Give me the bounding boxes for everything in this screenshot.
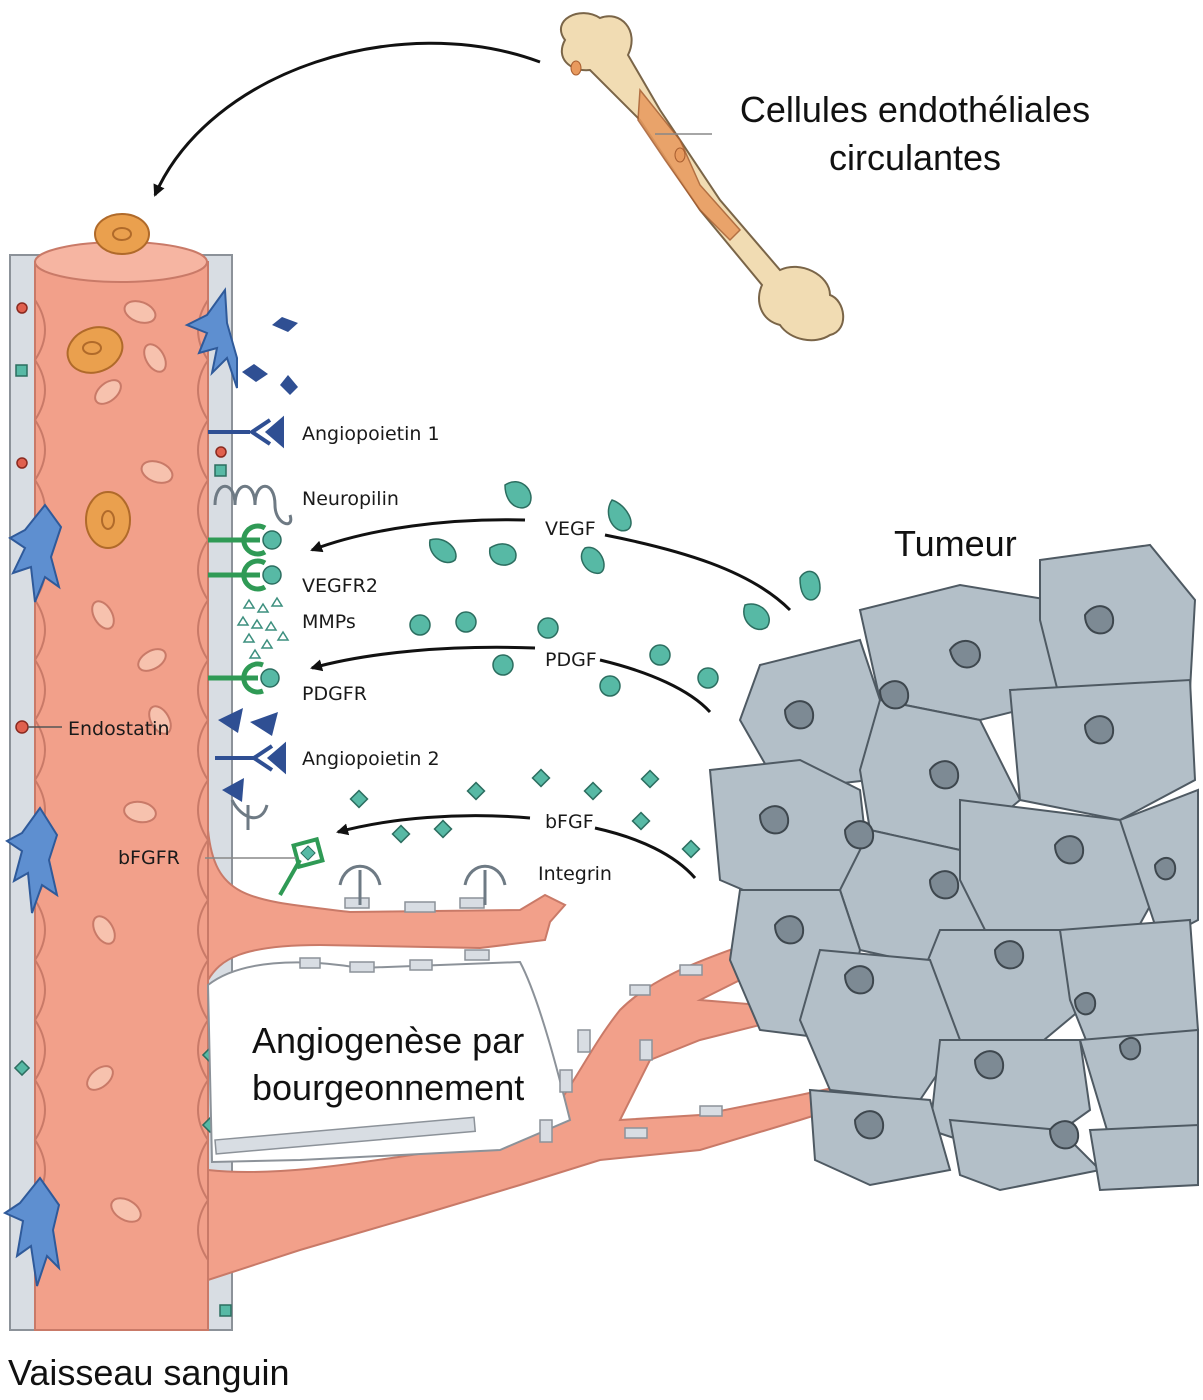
angiopoietin1-label: Angiopoietin 1 <box>302 423 440 445</box>
tumour-cell-icon <box>810 1090 950 1185</box>
cec-label-line2: circulantes <box>829 137 1001 178</box>
vegf-label: VEGF <box>545 518 596 540</box>
tumour-label: Tumeur <box>894 523 1017 564</box>
vessel-body <box>35 262 208 1330</box>
pdgf-label: PDGF <box>545 649 597 671</box>
angiopoietin1-molecules <box>242 317 298 395</box>
mmps-molecules <box>238 598 288 658</box>
bfgf-label: bFGF <box>545 811 594 833</box>
upper-sprout <box>208 830 565 980</box>
sprouting-label-line1: Angiogenèse par <box>252 1020 524 1061</box>
cec-on-top <box>95 214 149 254</box>
bfgfr-label: bFGFR <box>118 847 180 869</box>
vessel-label: Vaisseau sanguin <box>8 1352 290 1393</box>
vegf-bound <box>263 531 281 584</box>
vegf-molecules <box>430 482 820 630</box>
bfgf-bound <box>301 846 315 860</box>
pdgf-bound <box>261 669 279 687</box>
vegfr2-label: VEGFR2 <box>302 575 378 597</box>
arrow-bfgf <box>338 816 530 832</box>
endostatin-label: Endostatin <box>68 718 170 740</box>
tumour-cell-icon <box>1040 545 1195 700</box>
tumour-cell-icon <box>1060 920 1198 1050</box>
cec-label-line1: Cellules endothéliales <box>740 89 1090 130</box>
neuropilin-label: Neuropilin <box>302 488 399 510</box>
mmps-label: MMPs <box>302 611 356 633</box>
pdgfr-label: PDGFR <box>302 683 367 705</box>
blood-vessel <box>5 214 237 1330</box>
bfgfr-receptor <box>280 839 322 895</box>
angiopoietin2-label: Angiopoietin 2 <box>302 748 440 770</box>
tumour-mass <box>710 545 1198 1190</box>
arrow-bone-to-vessel <box>155 43 540 195</box>
arrow-vegf-tail <box>605 535 790 610</box>
bone-icon <box>561 13 843 340</box>
sprouting-label-line2: bourgeonnement <box>252 1067 524 1108</box>
tumour-cell-icon <box>1010 680 1195 820</box>
tumour-cell-icon <box>1090 1125 1198 1190</box>
integrin-label: Integrin <box>538 863 612 885</box>
